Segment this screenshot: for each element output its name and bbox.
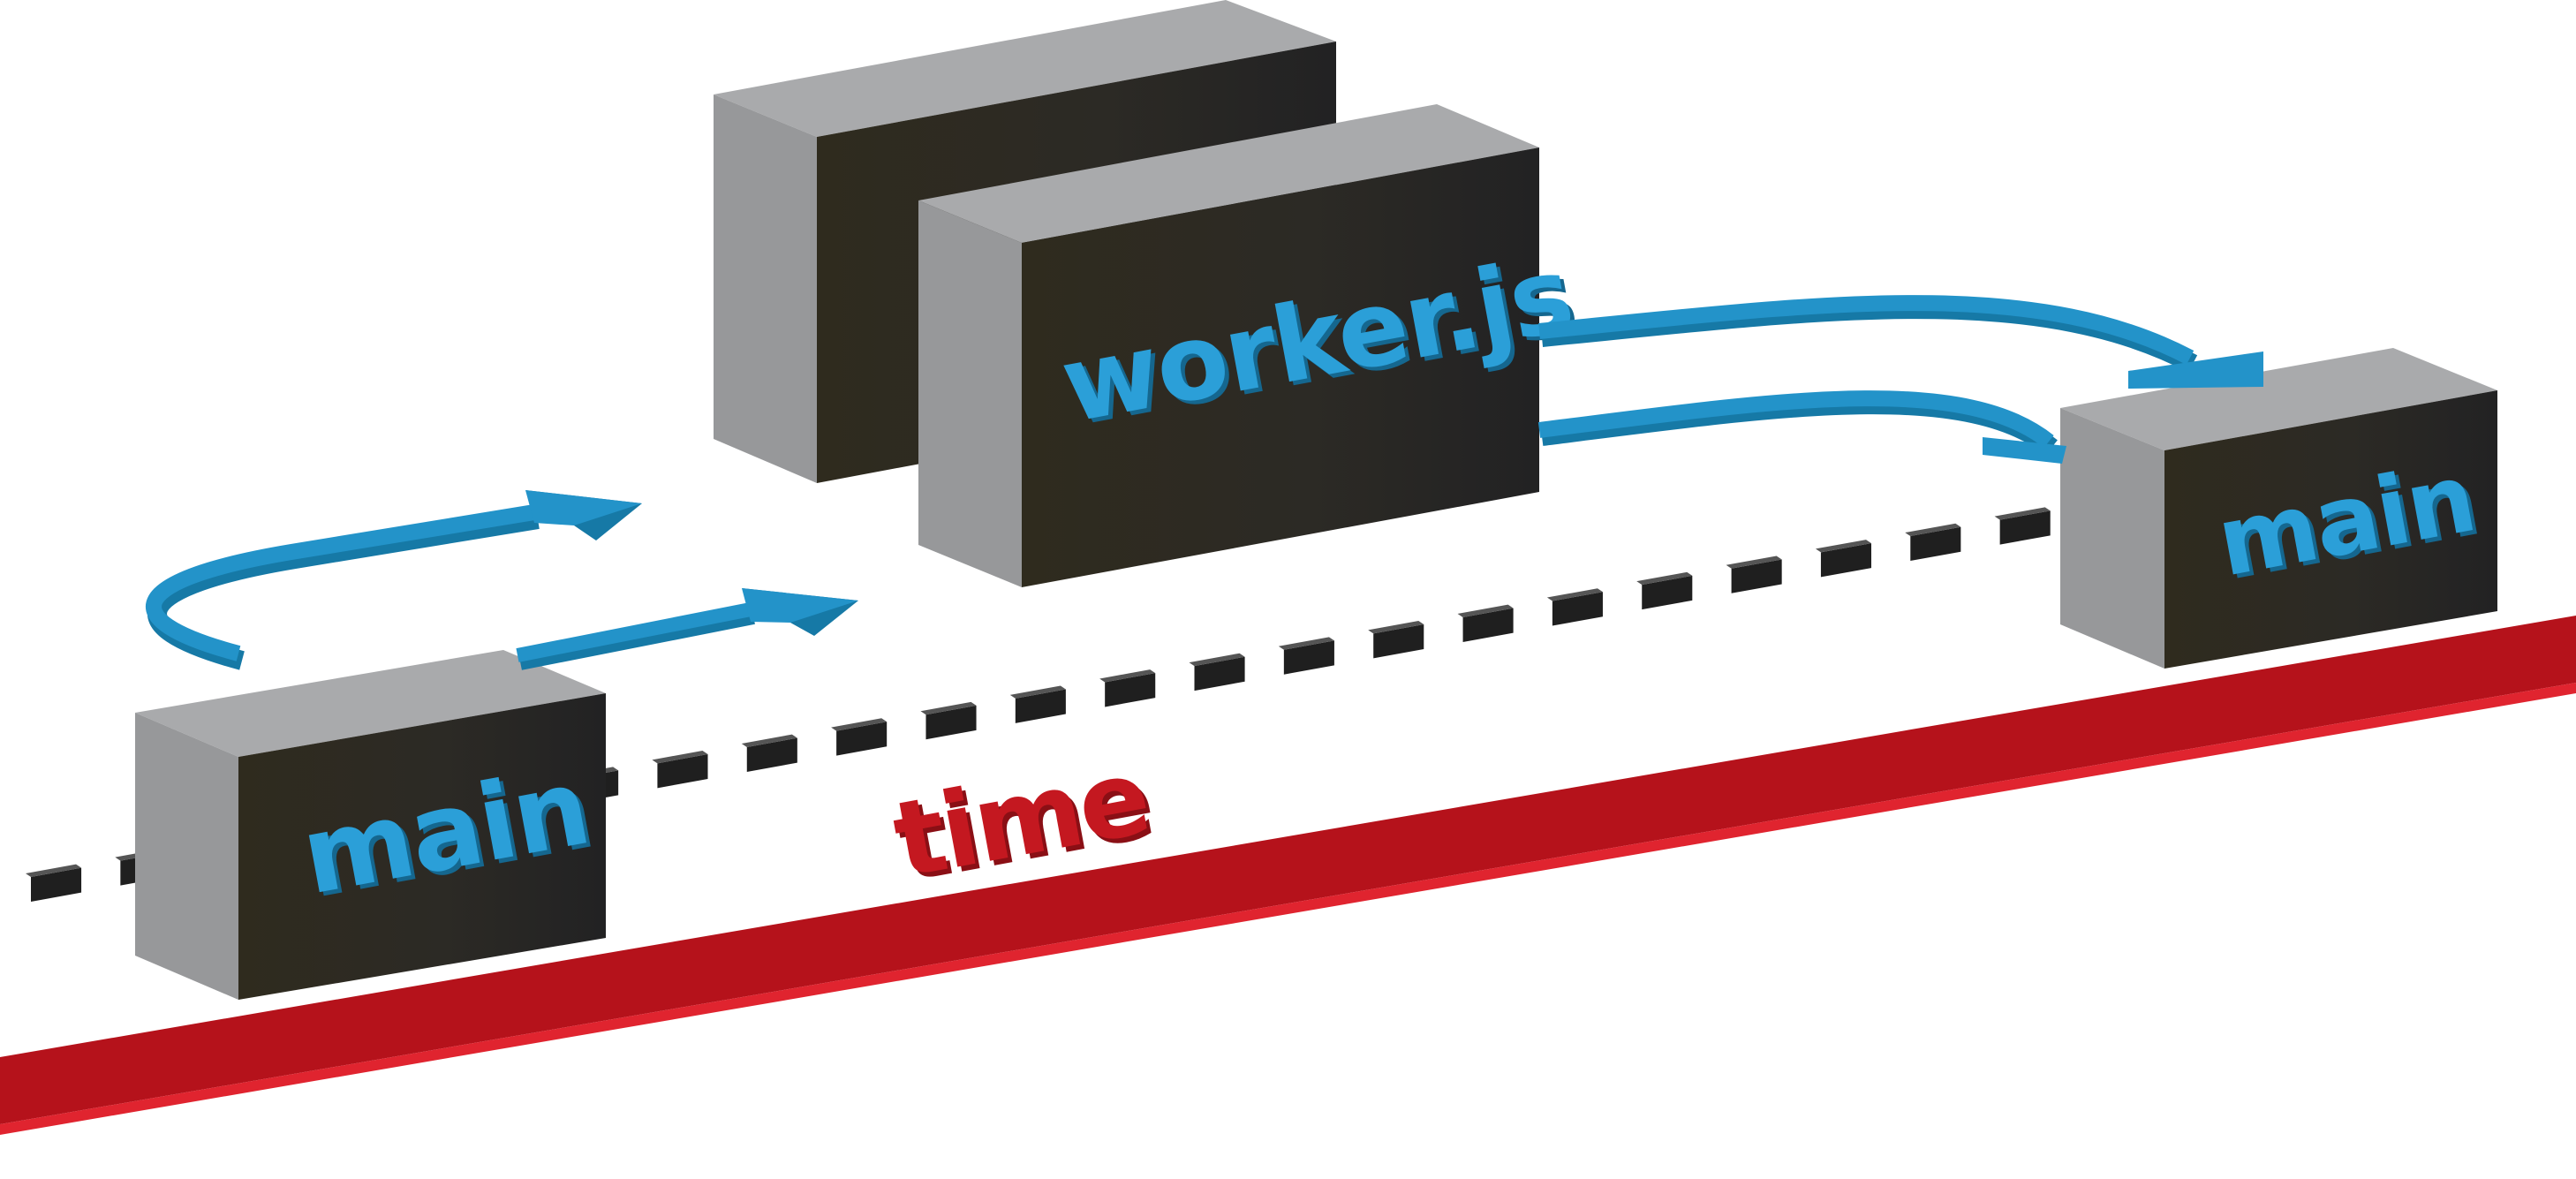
timeline-dash-top — [1994, 507, 2051, 520]
timeline-dash — [1731, 559, 1782, 593]
time-axis-bar — [0, 616, 2576, 1135]
timeline-dash — [1820, 543, 1872, 578]
timeline-dash-top — [1457, 604, 1514, 617]
timeline-dash-top — [1546, 588, 1603, 601]
arrow-main-to-worker — [516, 588, 858, 670]
timeline-dash-top — [1815, 540, 1872, 553]
arrow-main-loop — [146, 490, 642, 670]
timeline-dash-top — [920, 701, 977, 715]
timeline-dash — [1642, 575, 1693, 610]
timeline-dash — [1105, 673, 1156, 707]
timeline-dash — [836, 722, 888, 756]
timeline-dash-top — [1278, 637, 1334, 650]
timeline-dash — [1552, 592, 1603, 626]
timeline-dash-top — [1189, 653, 1245, 667]
timeline-dash — [746, 737, 797, 772]
timeline-dash-top — [1636, 571, 1693, 586]
timeline-dash — [925, 705, 977, 740]
timeline-dash — [657, 753, 708, 789]
timeline-dash — [1373, 624, 1424, 659]
timeline-dash-top — [1009, 685, 1066, 699]
timeline-dash — [1999, 510, 2051, 545]
timeline-dash-top — [652, 750, 708, 764]
arrow-worker-to-main-upper — [1538, 295, 2263, 389]
timeline-dash — [1910, 526, 1961, 562]
main-box-end: main main — [2060, 348, 2497, 669]
timeline-dash-top — [1726, 555, 1782, 569]
main-box-start: main main — [135, 650, 606, 1000]
timeline-dash-top — [1099, 669, 1156, 683]
timeline-dash-top — [831, 718, 888, 731]
timeline-dash-top — [1905, 523, 1961, 537]
timeline-dash — [1462, 608, 1514, 642]
timeline-dash-top — [741, 734, 797, 747]
timeline-dash-top — [26, 864, 82, 877]
worker-box: worker.js worker.js — [918, 104, 1585, 587]
timeline-dash — [31, 867, 82, 902]
timeline-dash — [1283, 640, 1334, 675]
arrow-worker-to-main-lower — [1537, 390, 2066, 464]
timeline-dash-top — [1368, 620, 1424, 634]
timeline-dash — [1194, 656, 1245, 692]
timeline-dash — [1015, 689, 1066, 723]
